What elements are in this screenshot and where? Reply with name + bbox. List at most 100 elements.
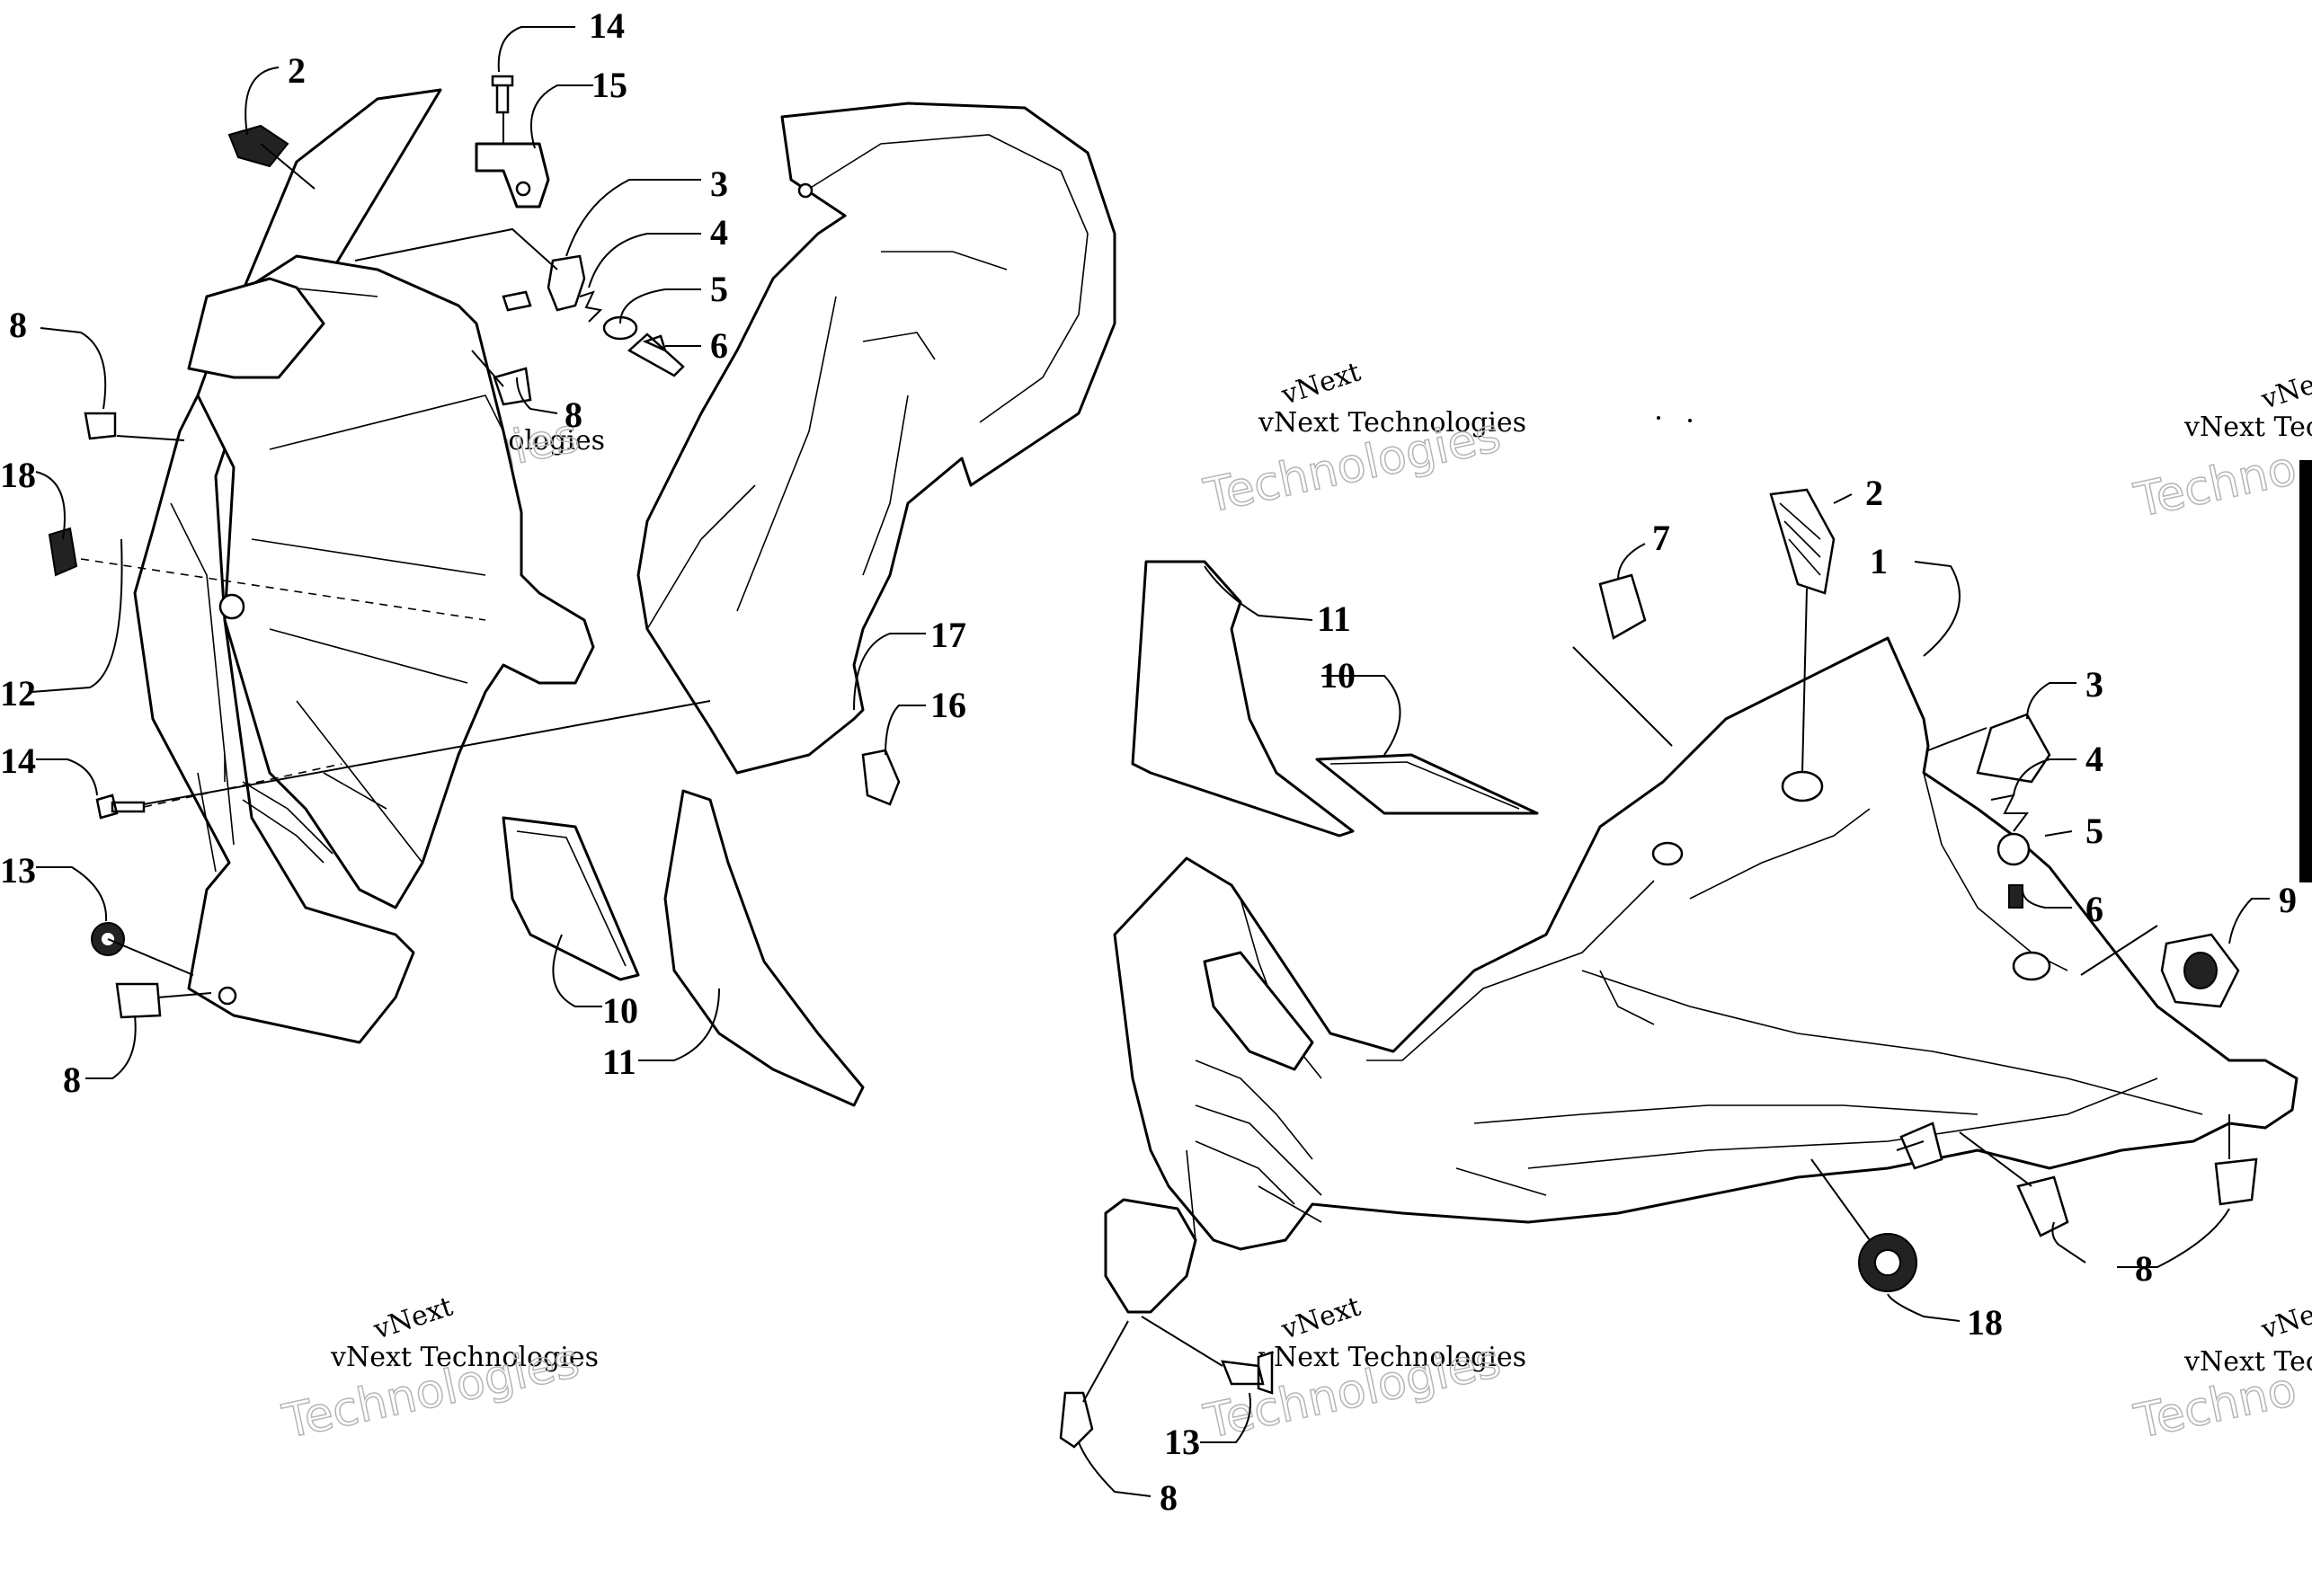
hood-grille-vents bbox=[1186, 1060, 1322, 1241]
callout-label: 1 bbox=[1870, 541, 1888, 581]
guide-line-r7 bbox=[1810, 1158, 1871, 1241]
guide-line-r9 bbox=[1082, 1320, 1129, 1403]
clip-16 bbox=[861, 749, 901, 806]
svg-text:vNext Technologies: vNext Technologies bbox=[330, 1342, 599, 1373]
panel-12-cutouts bbox=[224, 755, 333, 864]
hood-grille bbox=[1203, 951, 1314, 1071]
decal-11-left bbox=[663, 789, 865, 1107]
guide-line-8 bbox=[471, 350, 504, 387]
callout-label: 10 bbox=[1320, 655, 1356, 696]
bolt-6-right bbox=[2008, 884, 2023, 909]
guide-line-r4 bbox=[2080, 925, 2158, 976]
decal-11-right bbox=[1131, 560, 1355, 838]
svg-text:vNext Technologies: vNext Technologies bbox=[1258, 407, 1526, 439]
speed-nut-icon bbox=[115, 982, 162, 1019]
guide-line-4 bbox=[156, 992, 212, 998]
screw-icon bbox=[1221, 1351, 1274, 1395]
speck bbox=[1657, 416, 1660, 420]
screw-icon bbox=[491, 75, 514, 114]
clip-3-left bbox=[547, 254, 586, 312]
callout-label: 14 bbox=[0, 740, 36, 781]
callout-label: 11 bbox=[1317, 598, 1351, 639]
callout-label: 8 bbox=[1160, 1477, 1178, 1518]
spring-4-right bbox=[1990, 794, 2029, 832]
guide-line-r1 bbox=[1572, 646, 1673, 747]
screw-icon bbox=[95, 794, 146, 820]
edge-bar bbox=[2299, 460, 2312, 882]
knob-2-left bbox=[227, 124, 289, 168]
speed-nut-icon bbox=[84, 412, 117, 440]
callout-label: 18 bbox=[1967, 1302, 2003, 1343]
watermark-top-right: vNe vNext Tec Techno bbox=[2130, 368, 2312, 528]
callout-label: 11 bbox=[602, 1042, 636, 1082]
guide-line-r3 bbox=[1927, 727, 1987, 751]
washer-5-right bbox=[1996, 832, 2031, 866]
speed-nut-icon bbox=[2016, 1175, 2069, 1237]
guide-line-r10 bbox=[1896, 1140, 1925, 1151]
callout-label: 3 bbox=[2085, 664, 2103, 705]
side-panel-12 bbox=[133, 88, 442, 1044]
watermark-bottom-right: vNe vNext Tec Techno bbox=[2130, 1299, 2312, 1450]
callout-label: 4 bbox=[2085, 739, 2103, 779]
insert-10-right-inner bbox=[1329, 761, 1520, 810]
speck bbox=[1688, 419, 1692, 422]
grommet-icon bbox=[1858, 1233, 1917, 1292]
callout-label: 18 bbox=[0, 455, 36, 495]
insert-10-left bbox=[502, 816, 640, 981]
callout-label: 15 bbox=[591, 65, 627, 105]
svg-text:vNext: vNext bbox=[369, 1291, 457, 1346]
panel-hole bbox=[218, 593, 245, 620]
right-assembly bbox=[1059, 488, 2299, 1449]
callout-label: 8 bbox=[565, 395, 582, 435]
watermark-bottom-left: vNext vNext Technologies Technologies bbox=[278, 1291, 600, 1450]
callout-label: 16 bbox=[930, 685, 966, 725]
guide-line-2 bbox=[143, 700, 711, 805]
deflector-17 bbox=[636, 102, 1116, 775]
knob-2-right bbox=[1769, 488, 1836, 595]
callout-label: 7 bbox=[1652, 518, 1670, 558]
guide-line-r2 bbox=[1801, 588, 1808, 774]
deflector-hole bbox=[797, 182, 814, 199]
callout-label: 17 bbox=[930, 615, 966, 655]
callout-label: 8 bbox=[9, 305, 27, 345]
watermark-top-center: vNext vNext Technologies Technologies bbox=[1199, 357, 1527, 525]
callout-label: 2 bbox=[1865, 473, 1883, 513]
svg-text:Techno: Techno bbox=[2130, 441, 2301, 528]
clip-7 bbox=[1598, 573, 1647, 640]
left-assembly bbox=[48, 75, 1116, 1107]
callout-label: 10 bbox=[602, 990, 638, 1031]
svg-text:vNext: vNext bbox=[1277, 357, 1365, 412]
callout-label: 5 bbox=[2085, 811, 2103, 851]
callout-label: 6 bbox=[2085, 889, 2103, 929]
panel-upper-strip bbox=[187, 277, 325, 379]
speed-nut-icon bbox=[493, 367, 532, 406]
knob-2-right-lines bbox=[1779, 502, 1821, 576]
svg-text:vNext: vNext bbox=[1277, 1291, 1365, 1346]
callout-label: 14 bbox=[589, 5, 625, 46]
grommet-icon bbox=[2160, 933, 2240, 1008]
side-panel-12-inner bbox=[196, 254, 595, 909]
callout-label: 13 bbox=[0, 850, 36, 891]
svg-text:vNe: vNe bbox=[2257, 368, 2312, 415]
speed-nut-icon bbox=[1899, 1122, 1943, 1170]
clip-14-lower bbox=[502, 290, 532, 312]
guide-line-r8 bbox=[1141, 1316, 1223, 1367]
alignment-line bbox=[80, 558, 486, 621]
hood-1 bbox=[1113, 636, 2299, 1251]
hood-hole-3 bbox=[2012, 951, 2051, 981]
callout-label: 3 bbox=[710, 164, 728, 204]
svg-text:vNext Tec: vNext Tec bbox=[2183, 1346, 2312, 1378]
guide-line-5 bbox=[107, 938, 194, 976]
panel-12-detail bbox=[170, 287, 504, 873]
hood-lower-fairing bbox=[1104, 1198, 1197, 1314]
callout-label: 12 bbox=[0, 673, 36, 714]
clip-3-right bbox=[1976, 713, 2051, 784]
callout-label: 13 bbox=[1164, 1422, 1200, 1462]
speed-nut-icon bbox=[1059, 1391, 1094, 1449]
screw-icon bbox=[627, 332, 685, 377]
callout-label: 6 bbox=[710, 325, 728, 366]
hood-hole-2 bbox=[1651, 841, 1684, 866]
bracket-15-hole bbox=[515, 181, 531, 197]
guide-line-6 bbox=[260, 143, 316, 190]
